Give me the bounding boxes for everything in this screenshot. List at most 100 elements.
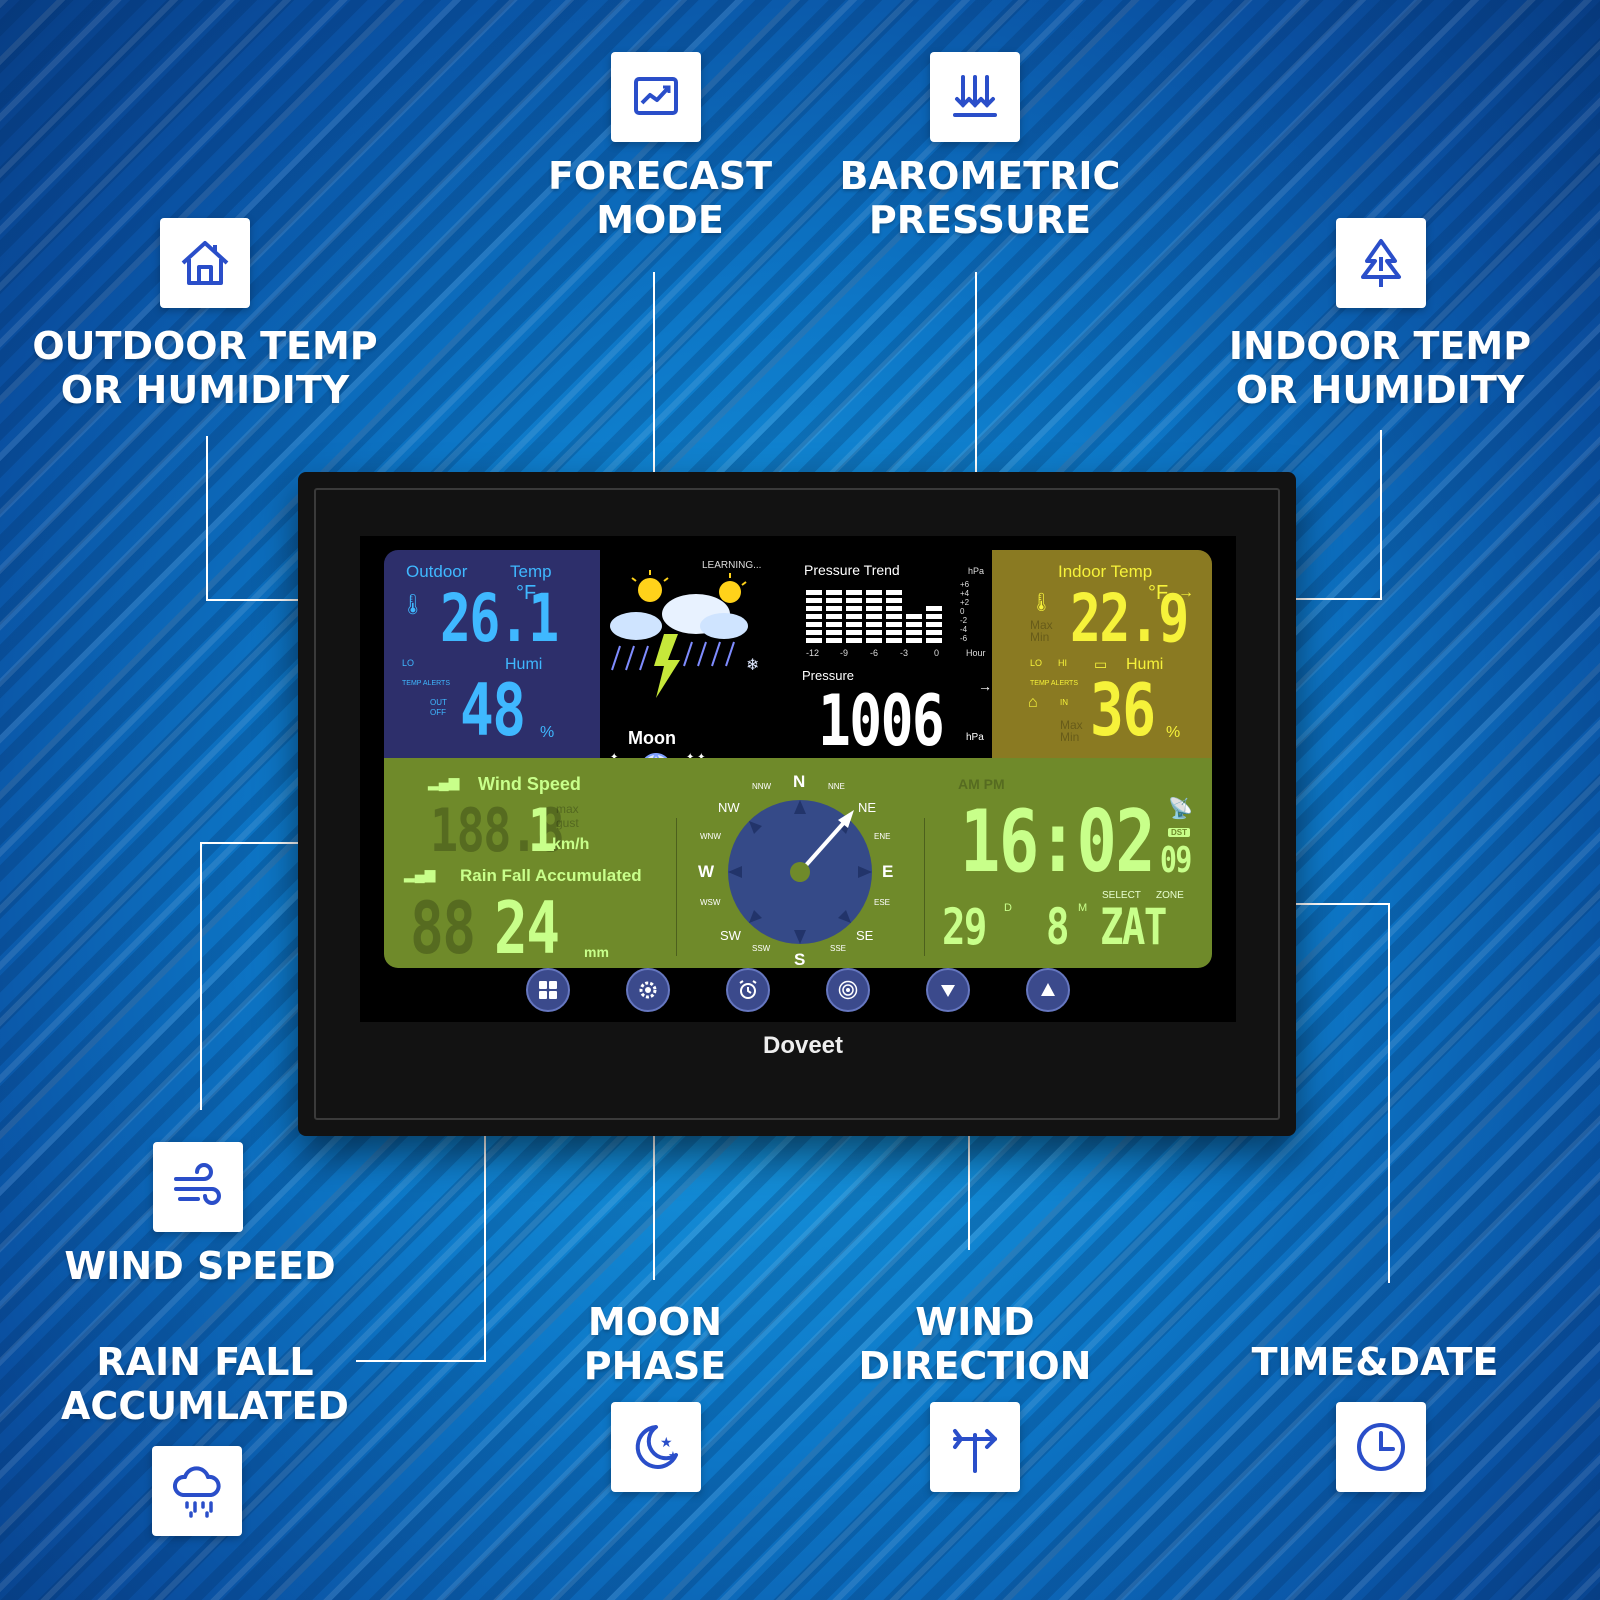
indoor-lo-label: LO [1030,658,1043,668]
alarm-button-icon [739,980,757,999]
pressure-scale-tick: -4 [960,625,968,634]
rain-signal-icon: ▂▄▆ [404,866,436,882]
pressure-bar-segment [906,630,922,635]
hour-label: Hour [966,648,986,658]
pressure-bar-segment [866,630,882,635]
svg-text:❄: ❄ [746,655,759,674]
rainfall-unit: mm [584,944,609,960]
date-weekday: ZAT [1100,898,1167,956]
line-chart-icon [634,77,678,115]
rainfall-label-line-2: ACCUMLATED [61,1384,349,1428]
barometric-pressure-label: BAROMETRIC PRESSURE [830,154,1130,242]
zone-label: ZONE [1156,890,1184,901]
moon-stars-icon: ★ ★ [635,1425,678,1469]
date-day: 29 [942,898,987,956]
indoor-arrow-icon: → [1178,584,1194,601]
pressure-scale-tick: +2 [960,598,970,607]
signal-icon: ▂▄▆ [428,774,460,790]
alarm-button[interactable] [726,968,770,1012]
pressure-bar-segment [906,622,922,627]
pressure-trend-label: Pressure Trend [804,562,900,578]
rain-cloud-icon [173,1466,221,1518]
pressure-bar-segment [886,606,902,611]
time-date-label-line-1: TIME&DATE [1251,1340,1499,1384]
outdoor-icon-box [160,218,250,308]
outdoor-humi-unit: % [540,724,555,741]
indoor-panel [992,550,1212,758]
pressure-bar-segment [806,606,822,611]
pressure-bar-segment [866,622,882,627]
pressure-bar-segment [826,622,842,627]
pressure-bar-segment [826,598,842,603]
compass-n: N [793,772,806,791]
clock-time: 16:02 [960,792,1156,892]
wind-speed-label-text: WIND SPEED [60,1244,340,1288]
moon-label-line-2: PHASE [583,1344,727,1388]
pressure-unit: hPa [966,732,984,743]
divider-right [924,818,925,956]
grid-button-icon [539,981,557,999]
pressure-trend-bars [806,590,942,643]
pressure-bar-segment [866,590,882,595]
pressure-bar-segment [846,598,862,603]
pressure-bar-segment [926,630,942,635]
outdoor-label-line-1: OUTDOOR TEMP [32,324,378,368]
date-month: 8 [1046,898,1069,956]
brand-logo: Doveet [762,1032,844,1059]
pressure-bar-segment [866,606,882,611]
pressure-bar-segment [886,630,902,635]
down-button[interactable] [926,968,970,1012]
pressure-bar-segment [846,606,862,611]
indoor-min2-label: Min [1060,730,1080,744]
indoor-label-line-1: INDOOR TEMP [1228,324,1532,368]
indoor-alerts-label: TEMP ALERTS [1030,680,1078,687]
up-button[interactable] [1026,968,1070,1012]
indoor-min-label: Min [1030,630,1050,644]
pressure-scale-tick: +6 [960,580,970,589]
hour-tick: -3 [900,648,909,658]
wind-speed-unit: km/h [552,836,590,853]
compass-e: E [882,862,894,881]
moon-phase-label: MOON PHASE [560,1300,750,1388]
pressure-bar-segment [846,630,862,635]
hour-tick: -12 [806,648,820,658]
satellite-dish-icon: 📡 [1168,798,1193,820]
pressure-bar-segment [906,614,922,619]
pressure-scale-tick: -6 [960,634,968,643]
forecast-mode-label: FORECAST MODE [540,154,780,242]
wind-compass [728,800,872,944]
pressure-bar-segment [866,614,882,619]
wind-speed-ghost: 188.8 [430,796,565,866]
rain-leader-vertical [484,962,486,1362]
house-icon [181,241,229,285]
signal-button[interactable] [826,968,870,1012]
pressure-bar-segment [846,614,862,619]
settings-button[interactable] [626,968,670,1012]
indoor-hi-label: HI [1058,658,1067,668]
indoor-title: Indoor Temp [1058,562,1153,581]
wind-max-label: max [556,802,579,816]
indoor-house-icon: ⌂ [1028,694,1038,711]
outdoor-out-label: OUT [430,698,447,707]
date-month-suffix: M [1078,902,1088,914]
indoor-max-label: Max [1030,618,1053,632]
pressure-bar-segment [866,598,882,603]
outdoor-leader-vertical [206,436,208,601]
wind-speed-label: Wind Speed [478,774,581,794]
divider-left [676,818,677,956]
barometric-icon-box [930,52,1020,142]
outdoor-lo-label: LO [402,658,415,668]
wind-direction-label-line-2: DIRECTION [858,1344,1092,1388]
pressure-bar-segment [886,598,902,603]
barometric-label-line-1: BAROMETRIC [839,154,1121,198]
pressure-scale-tick: +4 [960,589,970,598]
outdoor-temp-label: OUTDOOR TEMP OR HUMIDITY [30,324,380,412]
device-frame [314,488,1280,1120]
pressure-bar-segment [806,590,822,595]
wind-direction-label-line-1: WIND [915,1300,1035,1344]
mode-button[interactable] [526,968,570,1012]
indoor-max2-label: Max [1060,718,1083,732]
moon-label-line-1: MOON [587,1300,723,1344]
pressure-trend-unit: hPa [968,566,985,576]
compass-w: W [698,862,715,881]
